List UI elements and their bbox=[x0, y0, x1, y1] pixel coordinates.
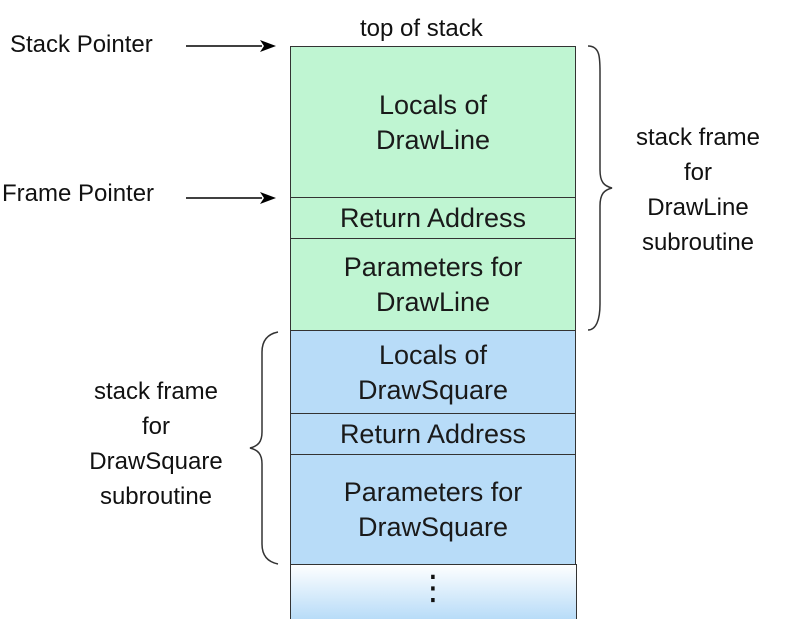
return-address-drawline-label: Return Address bbox=[339, 203, 527, 233]
drawsquare-frame-label: stack frame for DrawSquare subroutine bbox=[66, 374, 246, 514]
params-drawline-line1: Parameters for bbox=[343, 252, 523, 282]
locals-drawline-line1: Locals of bbox=[378, 89, 488, 120]
drawline-frame-brace bbox=[587, 45, 613, 331]
drawline-frame-line2: for bbox=[683, 159, 712, 186]
drawsquare-frame-brace bbox=[249, 331, 279, 565]
return-address-drawline-block: Return Address bbox=[290, 197, 576, 239]
stack-pointer-label: Stack Pointer bbox=[10, 31, 153, 58]
drawsquare-frame-line1: stack frame bbox=[93, 378, 219, 405]
drawsquare-frame-line2: for bbox=[141, 413, 170, 440]
locals-drawline-block: Locals of DrawLine bbox=[290, 46, 576, 198]
drawline-frame-label: stack frame for DrawLine subroutine bbox=[612, 120, 784, 260]
params-drawline-block: Parameters for DrawLine bbox=[290, 238, 576, 331]
locals-drawline-line2: DrawLine bbox=[375, 124, 491, 155]
locals-drawsquare-line1: Locals of bbox=[378, 339, 488, 370]
params-drawsquare-line2: DrawSquare bbox=[357, 511, 509, 542]
params-drawsquare-line1: Parameters for bbox=[343, 476, 523, 507]
top-of-stack-label: top of stack bbox=[360, 15, 483, 42]
return-address-drawsquare-block: Return Address bbox=[290, 413, 576, 455]
drawsquare-frame-line4: subroutine bbox=[99, 483, 213, 510]
drawline-frame-line4: subroutine bbox=[641, 229, 755, 256]
drawline-frame-line3: DrawLine bbox=[647, 194, 749, 221]
return-address-drawsquare-label: Return Address bbox=[339, 419, 527, 449]
stack-pointer-arrow bbox=[186, 40, 276, 52]
frame-pointer-label: Frame Pointer bbox=[2, 180, 155, 207]
frame-pointer-arrow bbox=[186, 192, 276, 204]
drawsquare-frame-line3: DrawSquare bbox=[89, 448, 223, 475]
drawline-frame-line1: stack frame bbox=[635, 124, 761, 151]
locals-drawsquare-block: Locals of DrawSquare bbox=[290, 330, 576, 414]
params-drawsquare-block: Parameters for DrawSquare bbox=[290, 454, 576, 565]
continuation-region bbox=[290, 564, 576, 619]
continuation-ellipsis: ⋮ bbox=[416, 569, 450, 607]
locals-drawsquare-line2: DrawSquare bbox=[357, 374, 509, 405]
params-drawline-line2: DrawLine bbox=[375, 287, 491, 317]
